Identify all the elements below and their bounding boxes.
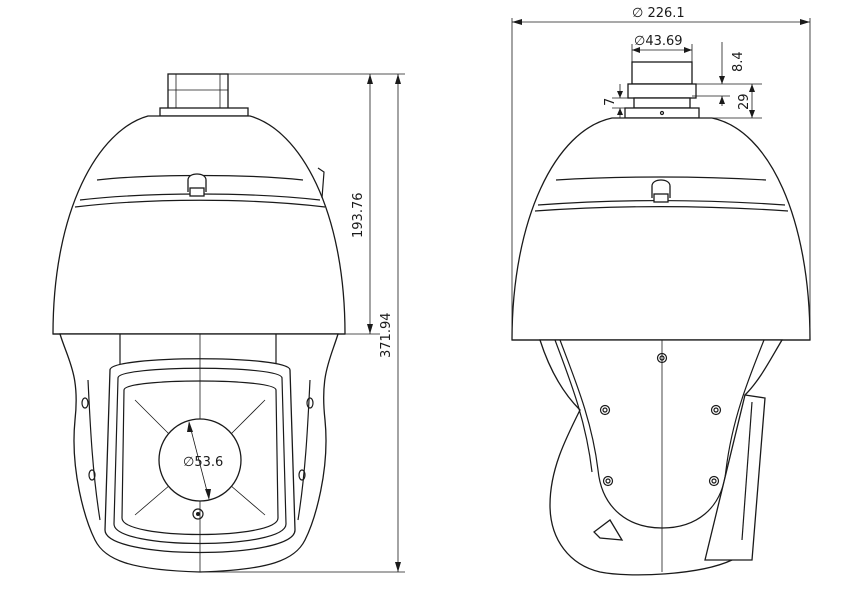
side-latch bbox=[651, 179, 671, 203]
front-latch bbox=[187, 173, 207, 197]
front-view: ∅53.6 193.76 371.94 bbox=[52, 73, 405, 573]
side-mount bbox=[624, 61, 700, 119]
lens-diameter-label: ∅53.6 bbox=[183, 455, 223, 470]
side-lower-housing bbox=[539, 339, 784, 576]
mount-diameter-label: ∅43.69 bbox=[634, 34, 683, 49]
front-vertical-dims bbox=[200, 73, 405, 573]
mount-step-label: 7 bbox=[603, 98, 618, 106]
side-dome bbox=[511, 117, 811, 341]
mount-flange-label: 8.4 bbox=[731, 51, 746, 72]
total-height-label: 371.94 bbox=[379, 313, 394, 359]
overall-width-label: ∅ 226.1 bbox=[632, 6, 685, 21]
front-mount bbox=[159, 73, 249, 117]
dome-height-label: 193.76 bbox=[351, 193, 366, 239]
side-view: ∅ 226.1 ∅43.69 8.4 29 bbox=[511, 6, 811, 576]
mount-height-label: 29 bbox=[737, 93, 752, 110]
front-dome bbox=[52, 115, 346, 335]
front-lens-window bbox=[104, 334, 296, 572]
